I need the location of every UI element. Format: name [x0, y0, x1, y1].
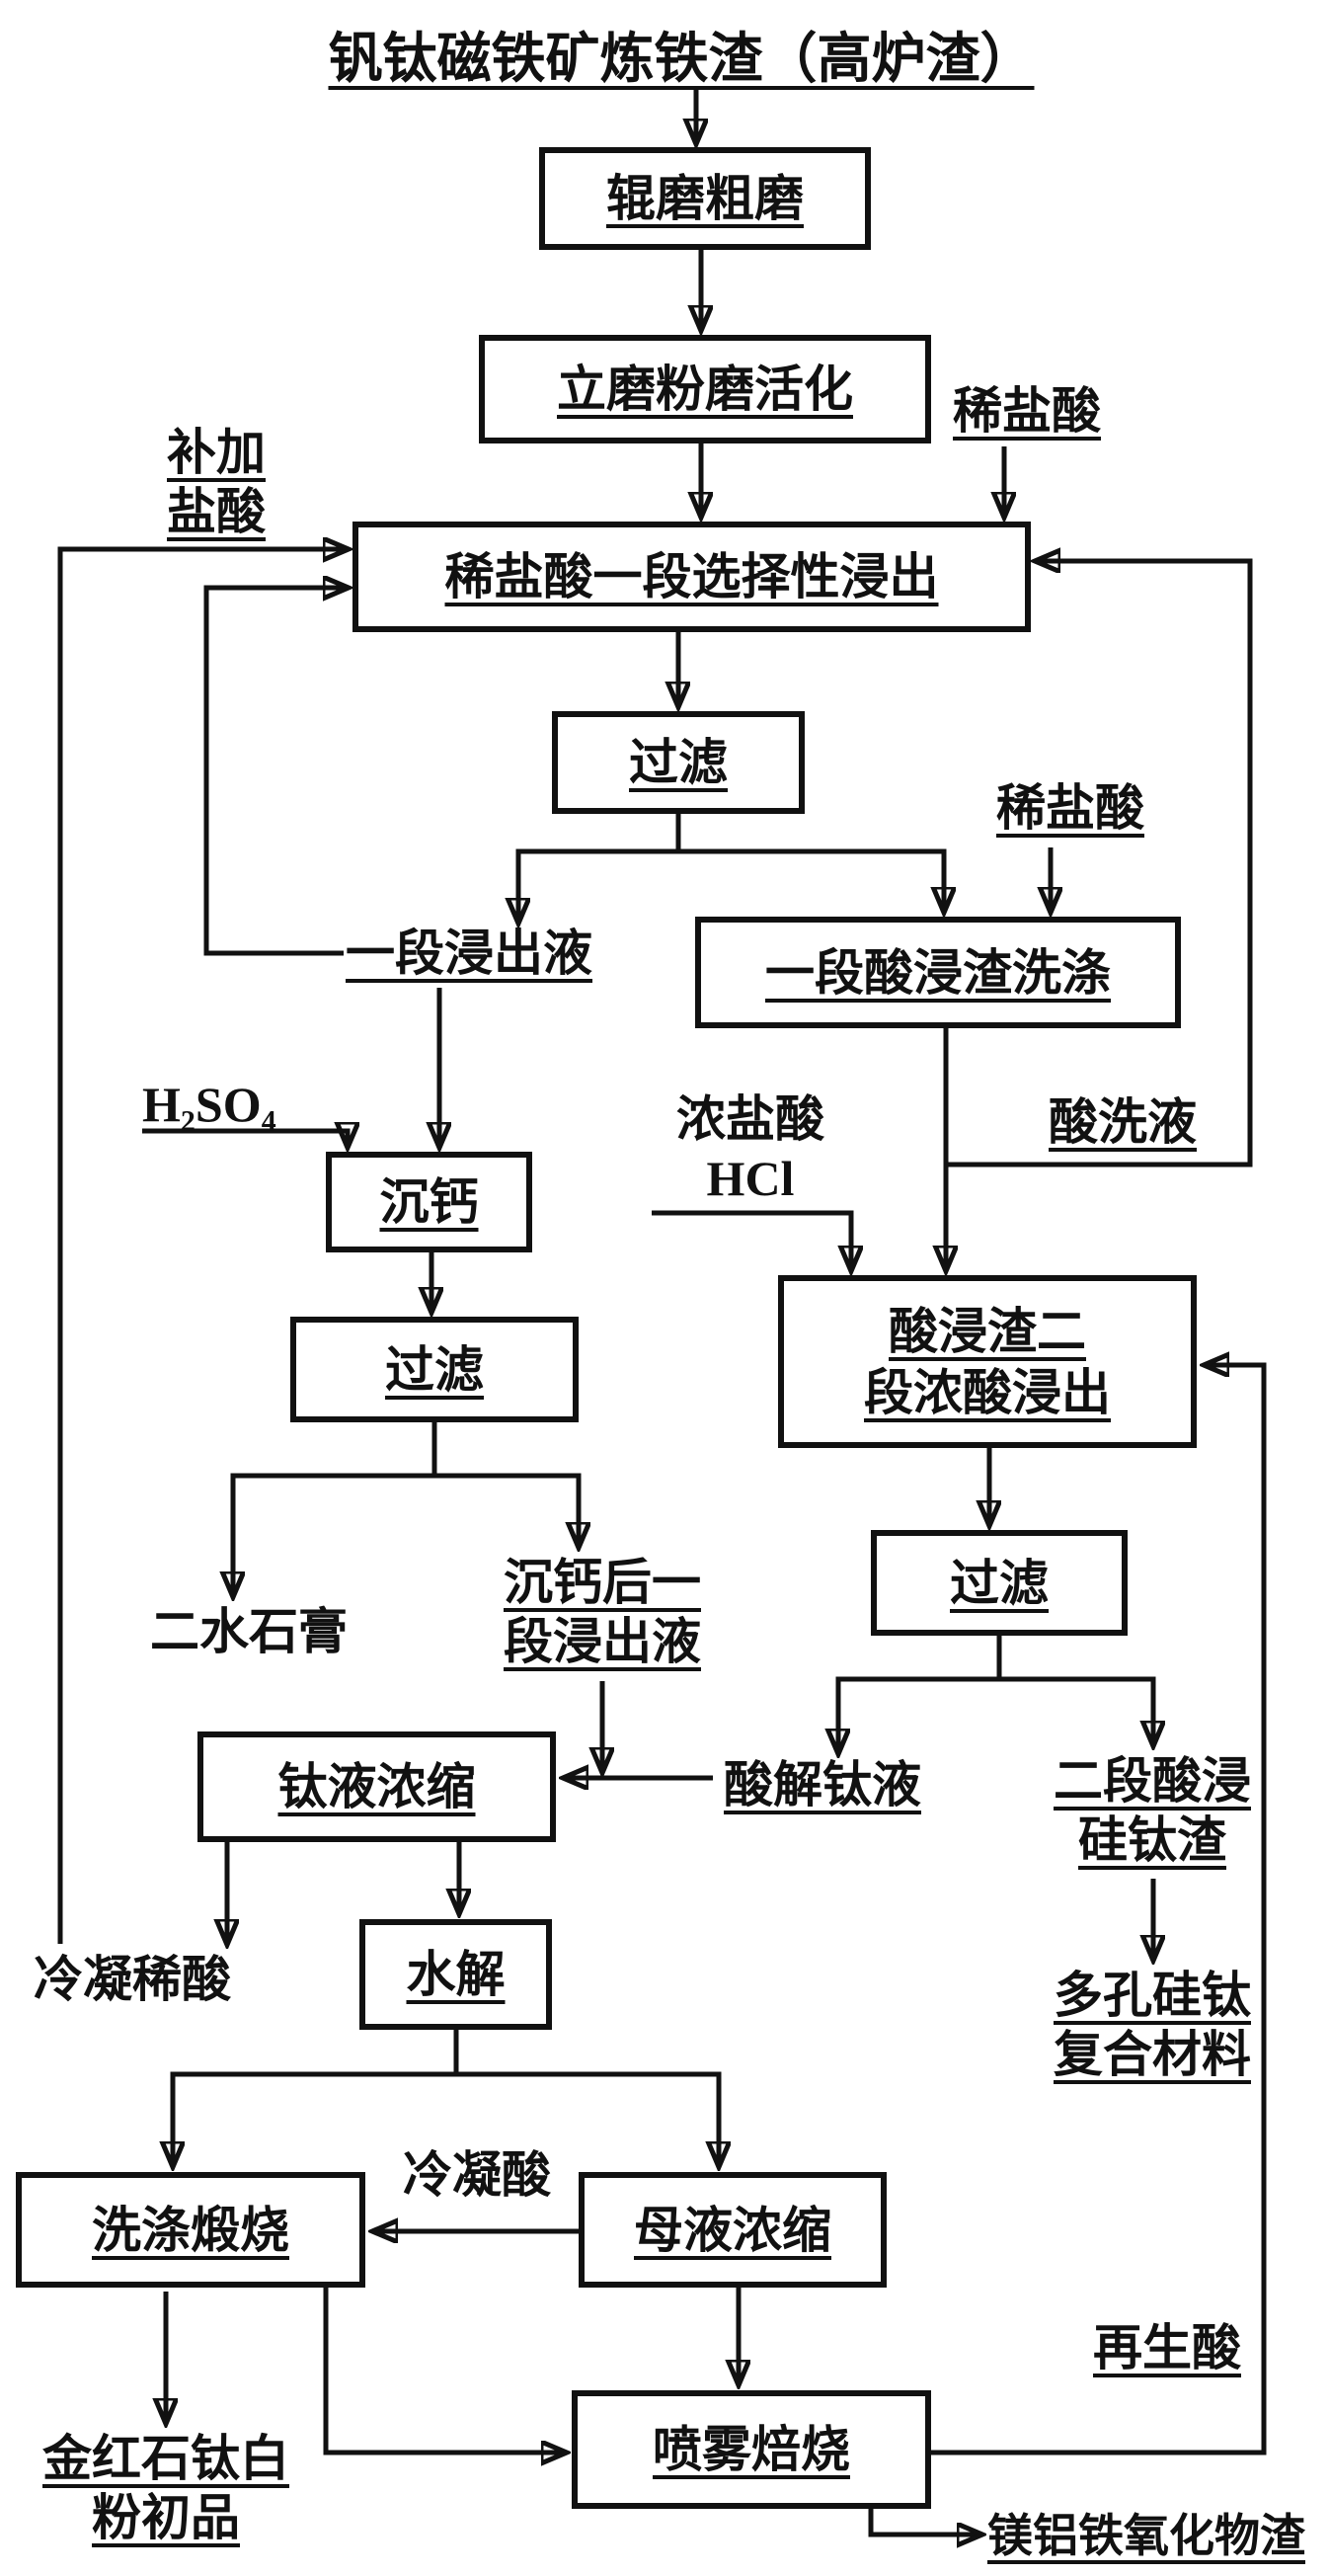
node-second-leach: 酸浸渣二 段浓酸浸出 [778, 1275, 1197, 1448]
node-filter-2-label: 过滤 [385, 1341, 484, 1398]
label-dilute-hcl-top: 稀盐酸 [953, 383, 1101, 439]
node-spray-roast-label: 喷雾焙烧 [653, 2422, 850, 2477]
connector-makeup-hcl-recycle [57, 549, 348, 1944]
label-rutile-product: 金红石钛白 粉初品 [42, 2431, 289, 2545]
arrow-h2so4-to-calcium-precip [142, 1131, 348, 1147]
node-hydrolysis: 水解 [359, 1919, 552, 2030]
node-roller-mill: 辊磨粗磨 [539, 147, 871, 250]
node-wash-calcine: 洗涤煅烧 [16, 2172, 365, 2288]
label-first-leachate: 一段浸出液 [346, 926, 592, 981]
arrow-filter2-to-leachate-after-ca [434, 1473, 579, 1547]
node-spray-roast: 喷雾焙烧 [572, 2390, 931, 2509]
label-h2so4: H₂SO₄ [142, 1077, 276, 1132]
node-second-leach-label: 酸浸渣二 段浓酸浸出 [864, 1303, 1111, 1420]
label-cond-dilute-acid: 冷凝稀酸 [34, 1952, 231, 2007]
arrow-spray-roast-to-slag [868, 2509, 981, 2535]
label-leachate-after-ca: 沉钙后一 段浸出液 [504, 1555, 701, 1669]
label-mgalfe-slag: 镁铝铁氧化物渣 [987, 2511, 1305, 2561]
arrow-filter2-to-gypsum [233, 1422, 437, 1596]
node-filter-1-label: 过滤 [629, 735, 728, 790]
label-regen-acid: 再生酸 [1093, 2320, 1241, 2375]
node-filter-3: 过滤 [871, 1530, 1128, 1636]
node-mother-liquor-label: 母液浓缩 [634, 2202, 831, 2258]
label-second-residue: 二段酸浸 硅钛渣 [1054, 1753, 1251, 1868]
node-residue-wash-label: 一段酸浸渣洗涤 [765, 944, 1111, 1001]
node-first-leach: 稀盐酸一段选择性浸出 [352, 522, 1031, 632]
node-roller-mill-label: 辊磨粗磨 [606, 171, 804, 226]
node-mother-liquor: 母液浓缩 [579, 2172, 887, 2288]
arrow-hydrolysis-to-mother-liquor [456, 2071, 719, 2166]
arrow-filter1-to-residue-wash [678, 848, 944, 912]
node-ti-concentrate: 钛液浓缩 [197, 1731, 556, 1842]
node-calcium-precip-label: 沉钙 [379, 1174, 479, 1230]
node-residue-wash: 一段酸浸渣洗涤 [695, 917, 1181, 1028]
label-conc-hcl: 浓盐酸 HCl [676, 1091, 824, 1206]
node-filter-2: 过滤 [290, 1317, 579, 1422]
node-ti-concentrate-label: 钛液浓缩 [277, 1759, 476, 1814]
node-calcium-precip: 沉钙 [326, 1152, 532, 1252]
node-vertical-mill: 立磨粉磨活化 [479, 335, 931, 443]
label-acid-ti-liquid: 酸解钛液 [724, 1757, 921, 1812]
connector-leachate-recycle [203, 588, 348, 956]
node-filter-1: 过滤 [552, 711, 805, 814]
label-acid-wash-liquid: 酸洗液 [1049, 1094, 1197, 1150]
node-filter-3-label: 过滤 [950, 1555, 1049, 1611]
node-hydrolysis-label: 水解 [406, 1947, 506, 2002]
arrow-filter1-to-leachate [518, 814, 681, 923]
label-gypsum: 二水石膏 [150, 1604, 348, 1659]
node-vertical-mill-label: 立磨粉磨活化 [557, 362, 853, 417]
diagram-title: 钒钛磁铁矿炼铁渣（高炉渣） [328, 29, 1035, 89]
arrow-filter3-to-acid-ti-liquid [838, 1636, 1002, 1753]
node-wash-calcine-label: 洗涤煅烧 [92, 2202, 289, 2258]
label-makeup-hcl: 补加 盐酸 [167, 425, 266, 539]
node-first-leach-label: 稀盐酸一段选择性浸出 [444, 549, 939, 604]
connector-acid-wash-recycle [946, 561, 1253, 1167]
connector-wash-calcine-to-spray-roast [323, 2288, 566, 2453]
label-dilute-hcl-2: 稀盐酸 [996, 780, 1144, 836]
arrow-conc-hcl-to-second-leach [652, 1210, 851, 1270]
label-cond-acid: 冷凝酸 [403, 2147, 551, 2203]
arrow-hydrolysis-to-wash-calcine [173, 2030, 459, 2166]
label-porous-material: 多孔硅钛 复合材料 [1054, 1968, 1251, 2082]
arrow-filter3-to-second-residue [999, 1676, 1153, 1745]
connector-regen-acid-recycle [931, 1365, 1267, 2455]
